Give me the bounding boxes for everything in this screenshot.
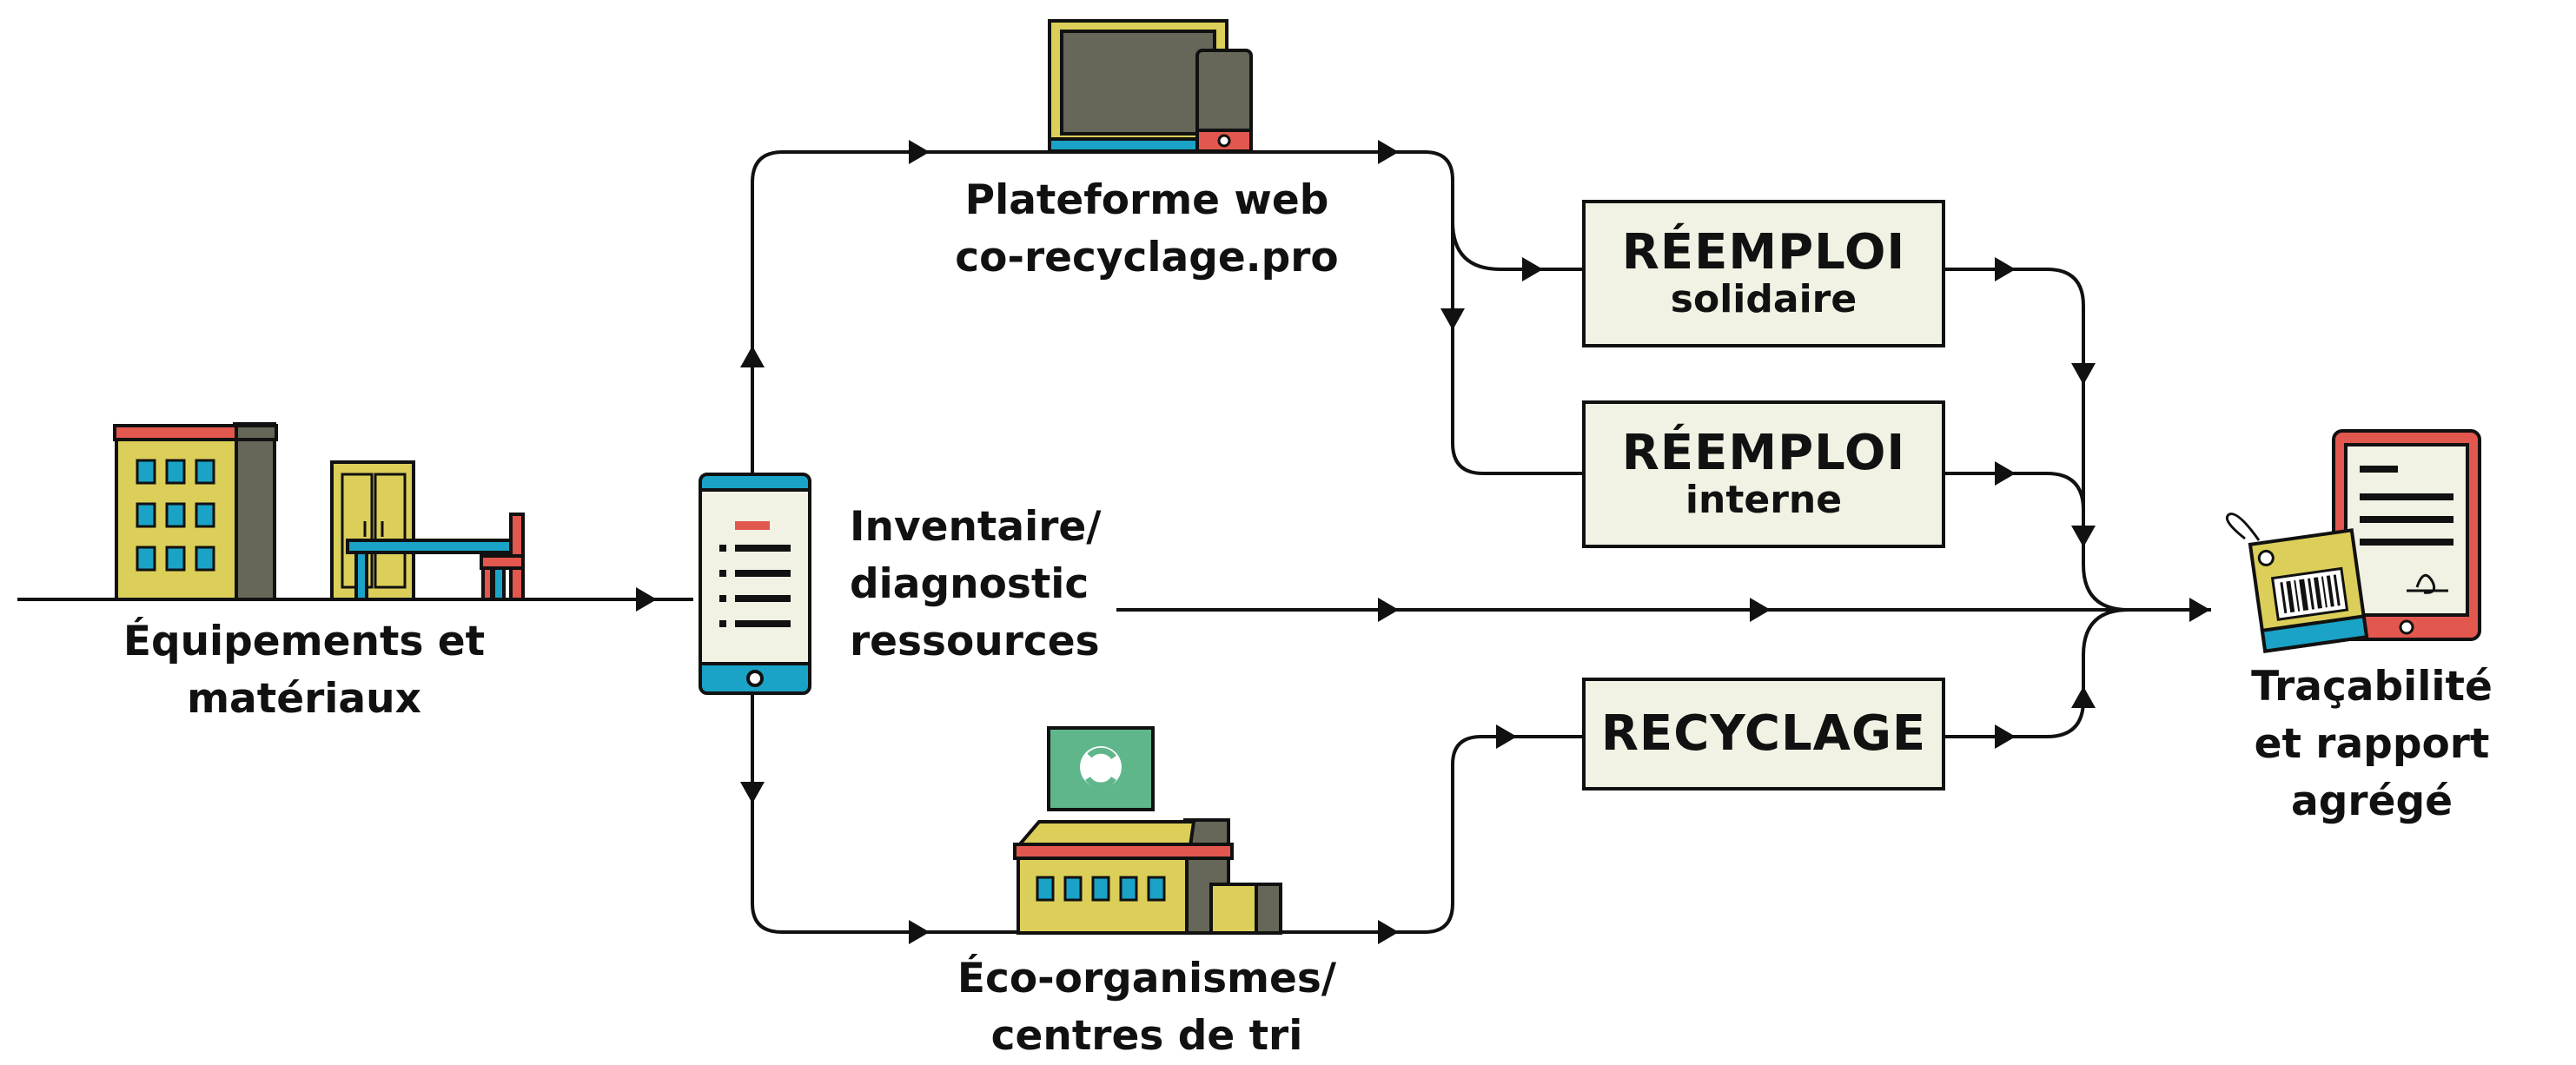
- label-plateforme: Plateforme web co-recyclage.pro: [921, 172, 1373, 287]
- label-equipements: Équipements et matériaux: [123, 618, 486, 723]
- arrow-out-solidaire: [1995, 257, 2016, 281]
- reemploi-interne-title: RÉEMPLOI: [1621, 425, 1906, 481]
- smartphone-icon: [699, 473, 811, 695]
- arrow-top-1: [909, 140, 930, 164]
- box-reemploi-interne: [1582, 400, 1945, 548]
- arrow-out-interne: [1995, 461, 2016, 486]
- from-solidaire-line: [1944, 268, 2129, 612]
- label-eco-line-1: Éco-organismes/: [957, 955, 1337, 1002]
- box-recyclage: [1582, 678, 1945, 790]
- from-interne-line: [1944, 472, 2085, 565]
- laptop-icon: [1048, 19, 1253, 153]
- recyclage-title: RECYCLAGE: [1600, 705, 1927, 762]
- label-plateforme-line-1: Plateforme web: [964, 176, 1329, 224]
- arrow-middle-1: [1378, 598, 1399, 622]
- box-recyclage-label: RECYCLAGE: [1584, 679, 1944, 789]
- label-inventaire: Inventaire/ diagnostic ressources: [850, 499, 1110, 671]
- arrow-split-down: [1440, 308, 1465, 330]
- arrow-merge-2: [2071, 526, 2096, 547]
- barcode-tag-icon: [2225, 513, 2369, 653]
- to-solidaire-line: [1451, 221, 1583, 271]
- label-tracabilite-line-1: Traçabilité: [2251, 663, 2493, 711]
- building-icon: [113, 422, 278, 601]
- table-icon: [346, 539, 514, 601]
- label-tracabilite-line-2: et rapport agrégé: [2254, 720, 2490, 825]
- from-recyclage-line: [1944, 608, 2129, 738]
- arrow-top-2: [1378, 140, 1399, 164]
- branch-down-line: [751, 695, 1583, 934]
- label-eco-line-2: centres de tri: [990, 1012, 1303, 1060]
- reemploi-solidaire-subtitle: solidaire: [1670, 277, 1858, 321]
- recycling-plant-icon: [1013, 726, 1282, 935]
- flow-lines: [17, 150, 2211, 934]
- arrow-down: [740, 782, 765, 804]
- branch-up-line: [751, 150, 1583, 475]
- arrow-bottom-2: [1378, 920, 1399, 944]
- box-reemploi-solidaire: [1582, 200, 1945, 347]
- arrow-out-recyclage: [1995, 724, 2016, 749]
- label-inventaire-line-3: ressources: [850, 618, 1100, 665]
- arrowheads: [636, 140, 2210, 944]
- box-reemploi-solidaire-label: RÉEMPLOI solidaire: [1584, 202, 1944, 346]
- arrow-solidaire: [1522, 257, 1543, 281]
- cabinet-icon: [330, 460, 415, 601]
- chair-icon: [480, 513, 525, 601]
- reemploi-interne-subtitle: interne: [1685, 478, 1843, 522]
- arrow-bottom-1: [909, 920, 930, 944]
- label-eco-organismes: Éco-organismes/ centres de tri: [921, 950, 1373, 1065]
- arrow-recyclage: [1496, 724, 1517, 749]
- arrow-middle-2: [1750, 598, 1771, 622]
- label-plateforme-line-2: co-recyclage.pro: [955, 234, 1339, 281]
- reemploi-solidaire-title: RÉEMPLOI: [1621, 224, 1906, 281]
- tablet-report-icon: [2332, 429, 2481, 641]
- label-inventaire-line-1: Inventaire/: [850, 503, 1102, 551]
- arrow-up: [740, 346, 765, 367]
- arrow-input: [636, 587, 657, 612]
- arrow-output: [2189, 598, 2210, 622]
- box-reemploi-interne-label: RÉEMPLOI interne: [1584, 402, 1944, 546]
- arrow-merge-up: [2071, 686, 2096, 708]
- label-tracabilite: Traçabilité et rapport agrégé: [2181, 658, 2563, 830]
- arrow-merge-1: [2071, 363, 2096, 385]
- label-inventaire-line-2: diagnostic: [850, 560, 1089, 608]
